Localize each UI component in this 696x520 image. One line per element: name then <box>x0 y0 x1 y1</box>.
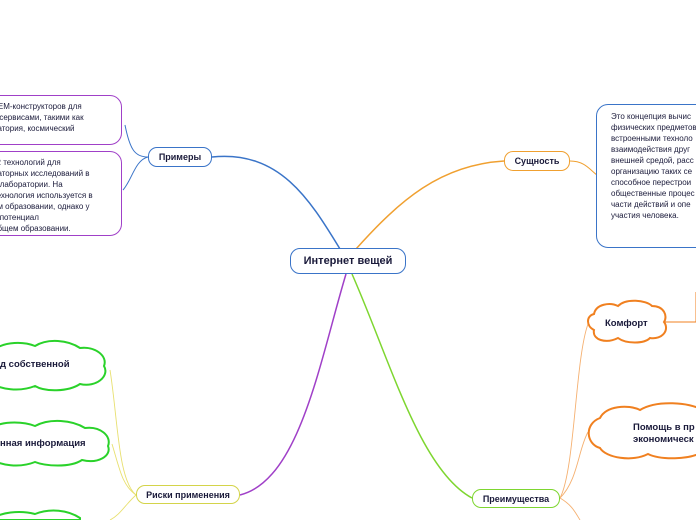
note-line: взаимодействия друг <box>611 145 690 154</box>
note-line: физических предметов <box>611 123 696 132</box>
note-line: встроенными техноло <box>611 134 693 143</box>
adv-label-pomoshch-2[interactable]: экономическ <box>633 434 694 445</box>
note-line: организацию таких се <box>611 167 693 176</box>
branch-primery[interactable]: Примеры <box>148 147 212 167</box>
connector-primery-note-2 <box>122 156 149 191</box>
note-primery-2[interactable]: /R технологий для раторных исследований … <box>0 151 122 236</box>
connector-risk-1 <box>109 369 137 496</box>
connector-adv-3 <box>559 497 581 520</box>
connector-primery <box>211 155 341 250</box>
adv-label-pomoshch-1[interactable]: Помощь в пр <box>633 422 695 433</box>
connector-riski <box>239 273 347 496</box>
branch-preimushchestva[interactable]: Преимущества <box>472 489 560 508</box>
note-line: й лаборатории. На <box>0 180 63 189</box>
adv-cloud-komfort <box>587 299 668 344</box>
risk-cloud-2 <box>0 420 110 467</box>
connector-primery-note-1 <box>124 124 149 158</box>
note-primery-1[interactable]: TEM-конструкторов для т-сервисами, таким… <box>0 95 122 145</box>
note-line: Это концепция вычис <box>611 112 691 121</box>
note-line: т-сервисами, такими как <box>0 113 84 122</box>
note-line: части действий и опе <box>611 200 691 209</box>
connector-risk-3 <box>109 494 137 520</box>
note-line: внешней средой, расс <box>611 156 694 165</box>
adv-label-komfort[interactable]: Комфорт <box>605 318 648 329</box>
branch-sushchnost[interactable]: Сущность <box>504 151 570 171</box>
central-topic[interactable]: Интернет вещей <box>290 248 406 274</box>
adv-cloud-pomoshch <box>587 402 696 460</box>
note-line: общем образовании. <box>0 224 71 233</box>
risk-label-1[interactable]: д собственной <box>0 359 70 370</box>
note-line: ом образовании, однако у <box>0 202 90 211</box>
connector-sushchnost-note <box>569 160 598 176</box>
note-line: способное перестрои <box>611 178 692 187</box>
note-line: TEM-конструкторов для <box>0 102 82 111</box>
note-line: раторных исследований в <box>0 169 90 178</box>
note-line: й потенциал <box>0 213 39 222</box>
branch-riski[interactable]: Риски применения <box>136 485 240 504</box>
note-line: /R технологий для <box>0 158 61 167</box>
note-line: ратория, космический <box>0 124 75 133</box>
connector-adv-komfort <box>559 323 589 499</box>
connector-sushchnost <box>355 160 505 250</box>
note-line: общественные процес <box>611 189 695 198</box>
note-line: технология используется в <box>0 191 93 200</box>
note-line: участия человека. <box>611 211 679 220</box>
risk-label-2[interactable]: нная информация <box>0 438 86 449</box>
note-sushchnost[interactable]: Это концепция вычис физических предметов… <box>596 104 696 248</box>
risk-cloud-1 <box>0 340 107 392</box>
connector-preimushchestva <box>351 273 473 499</box>
risk-cloud-3 <box>0 509 81 520</box>
connector-risk-2 <box>111 443 137 496</box>
connector-adv-pomoshch <box>559 431 589 499</box>
